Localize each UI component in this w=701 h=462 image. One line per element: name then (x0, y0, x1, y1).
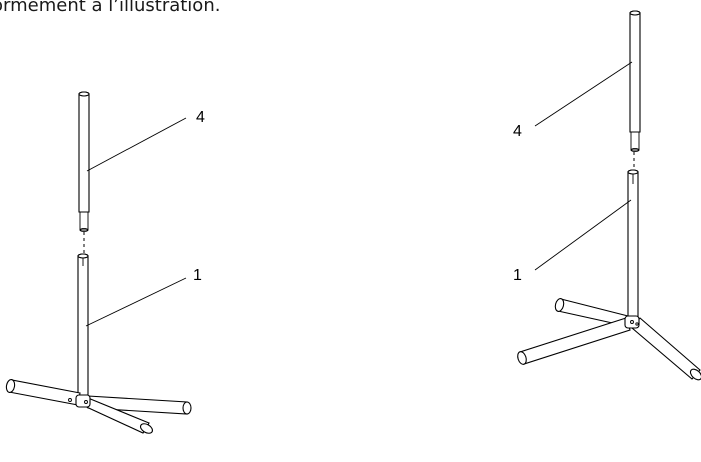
left-leader-4 (86, 117, 187, 172)
right-callout-1: 1 (513, 267, 522, 284)
left-tripod-legs (5, 379, 192, 434)
left-callout-4: 4 (196, 109, 205, 126)
right-base-pole-part-1 (627, 169, 639, 321)
left-callout-1: 1 (193, 267, 202, 284)
left-leader-1 (85, 277, 187, 327)
right-tripod-legs (517, 298, 701, 381)
instruction-caption: ormément à l’illustration. (0, 0, 221, 16)
left-assembly: 4 1 (5, 91, 205, 434)
right-assembly: 4 1 (513, 10, 701, 381)
right-leader-4 (534, 61, 633, 127)
left-upper-pole-part-4 (78, 91, 90, 233)
right-callout-4: 4 (513, 123, 522, 140)
right-leader-1 (534, 199, 632, 271)
left-base-pole-part-1 (77, 253, 89, 396)
right-upper-pole-part-4 (629, 10, 641, 153)
